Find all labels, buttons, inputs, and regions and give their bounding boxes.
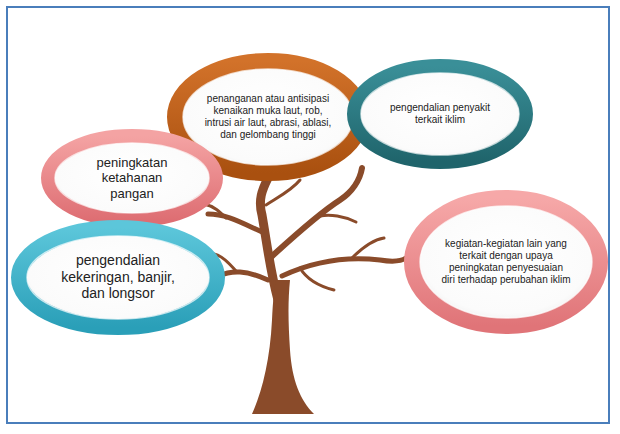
ellipse-rim bbox=[420, 206, 592, 318]
ellipse-ring bbox=[48, 136, 216, 220]
ellipse-node: pengendalian penyakit terkait iklim bbox=[346, 58, 534, 170]
ellipse-node: peningkatan ketahanan pangan bbox=[40, 128, 224, 228]
ellipse-rim bbox=[361, 73, 519, 155]
ellipse-rim bbox=[27, 236, 209, 319]
node-label: pengendalian kekeringan, banjir, dan lon… bbox=[48, 252, 188, 302]
node-label: pengendalian penyakit terkait iklim bbox=[384, 102, 496, 126]
ellipse-ring bbox=[354, 66, 526, 162]
ellipse-ring bbox=[412, 198, 600, 326]
node-label: peningkatan ketahanan pangan bbox=[80, 155, 184, 202]
ellipse-rim bbox=[55, 143, 209, 213]
node-label: kegiatan-kegiatan lain yang terkait deng… bbox=[441, 238, 571, 286]
ellipse-ring bbox=[19, 228, 217, 327]
ellipse-node: pengendalian kekeringan, banjir, dan lon… bbox=[10, 219, 226, 336]
ellipse-node: kegiatan-kegiatan lain yang terkait deng… bbox=[403, 189, 609, 335]
ellipse-rim bbox=[183, 69, 353, 165]
node-label: penanganan atau antisipasi kenaikan muka… bbox=[202, 93, 334, 141]
